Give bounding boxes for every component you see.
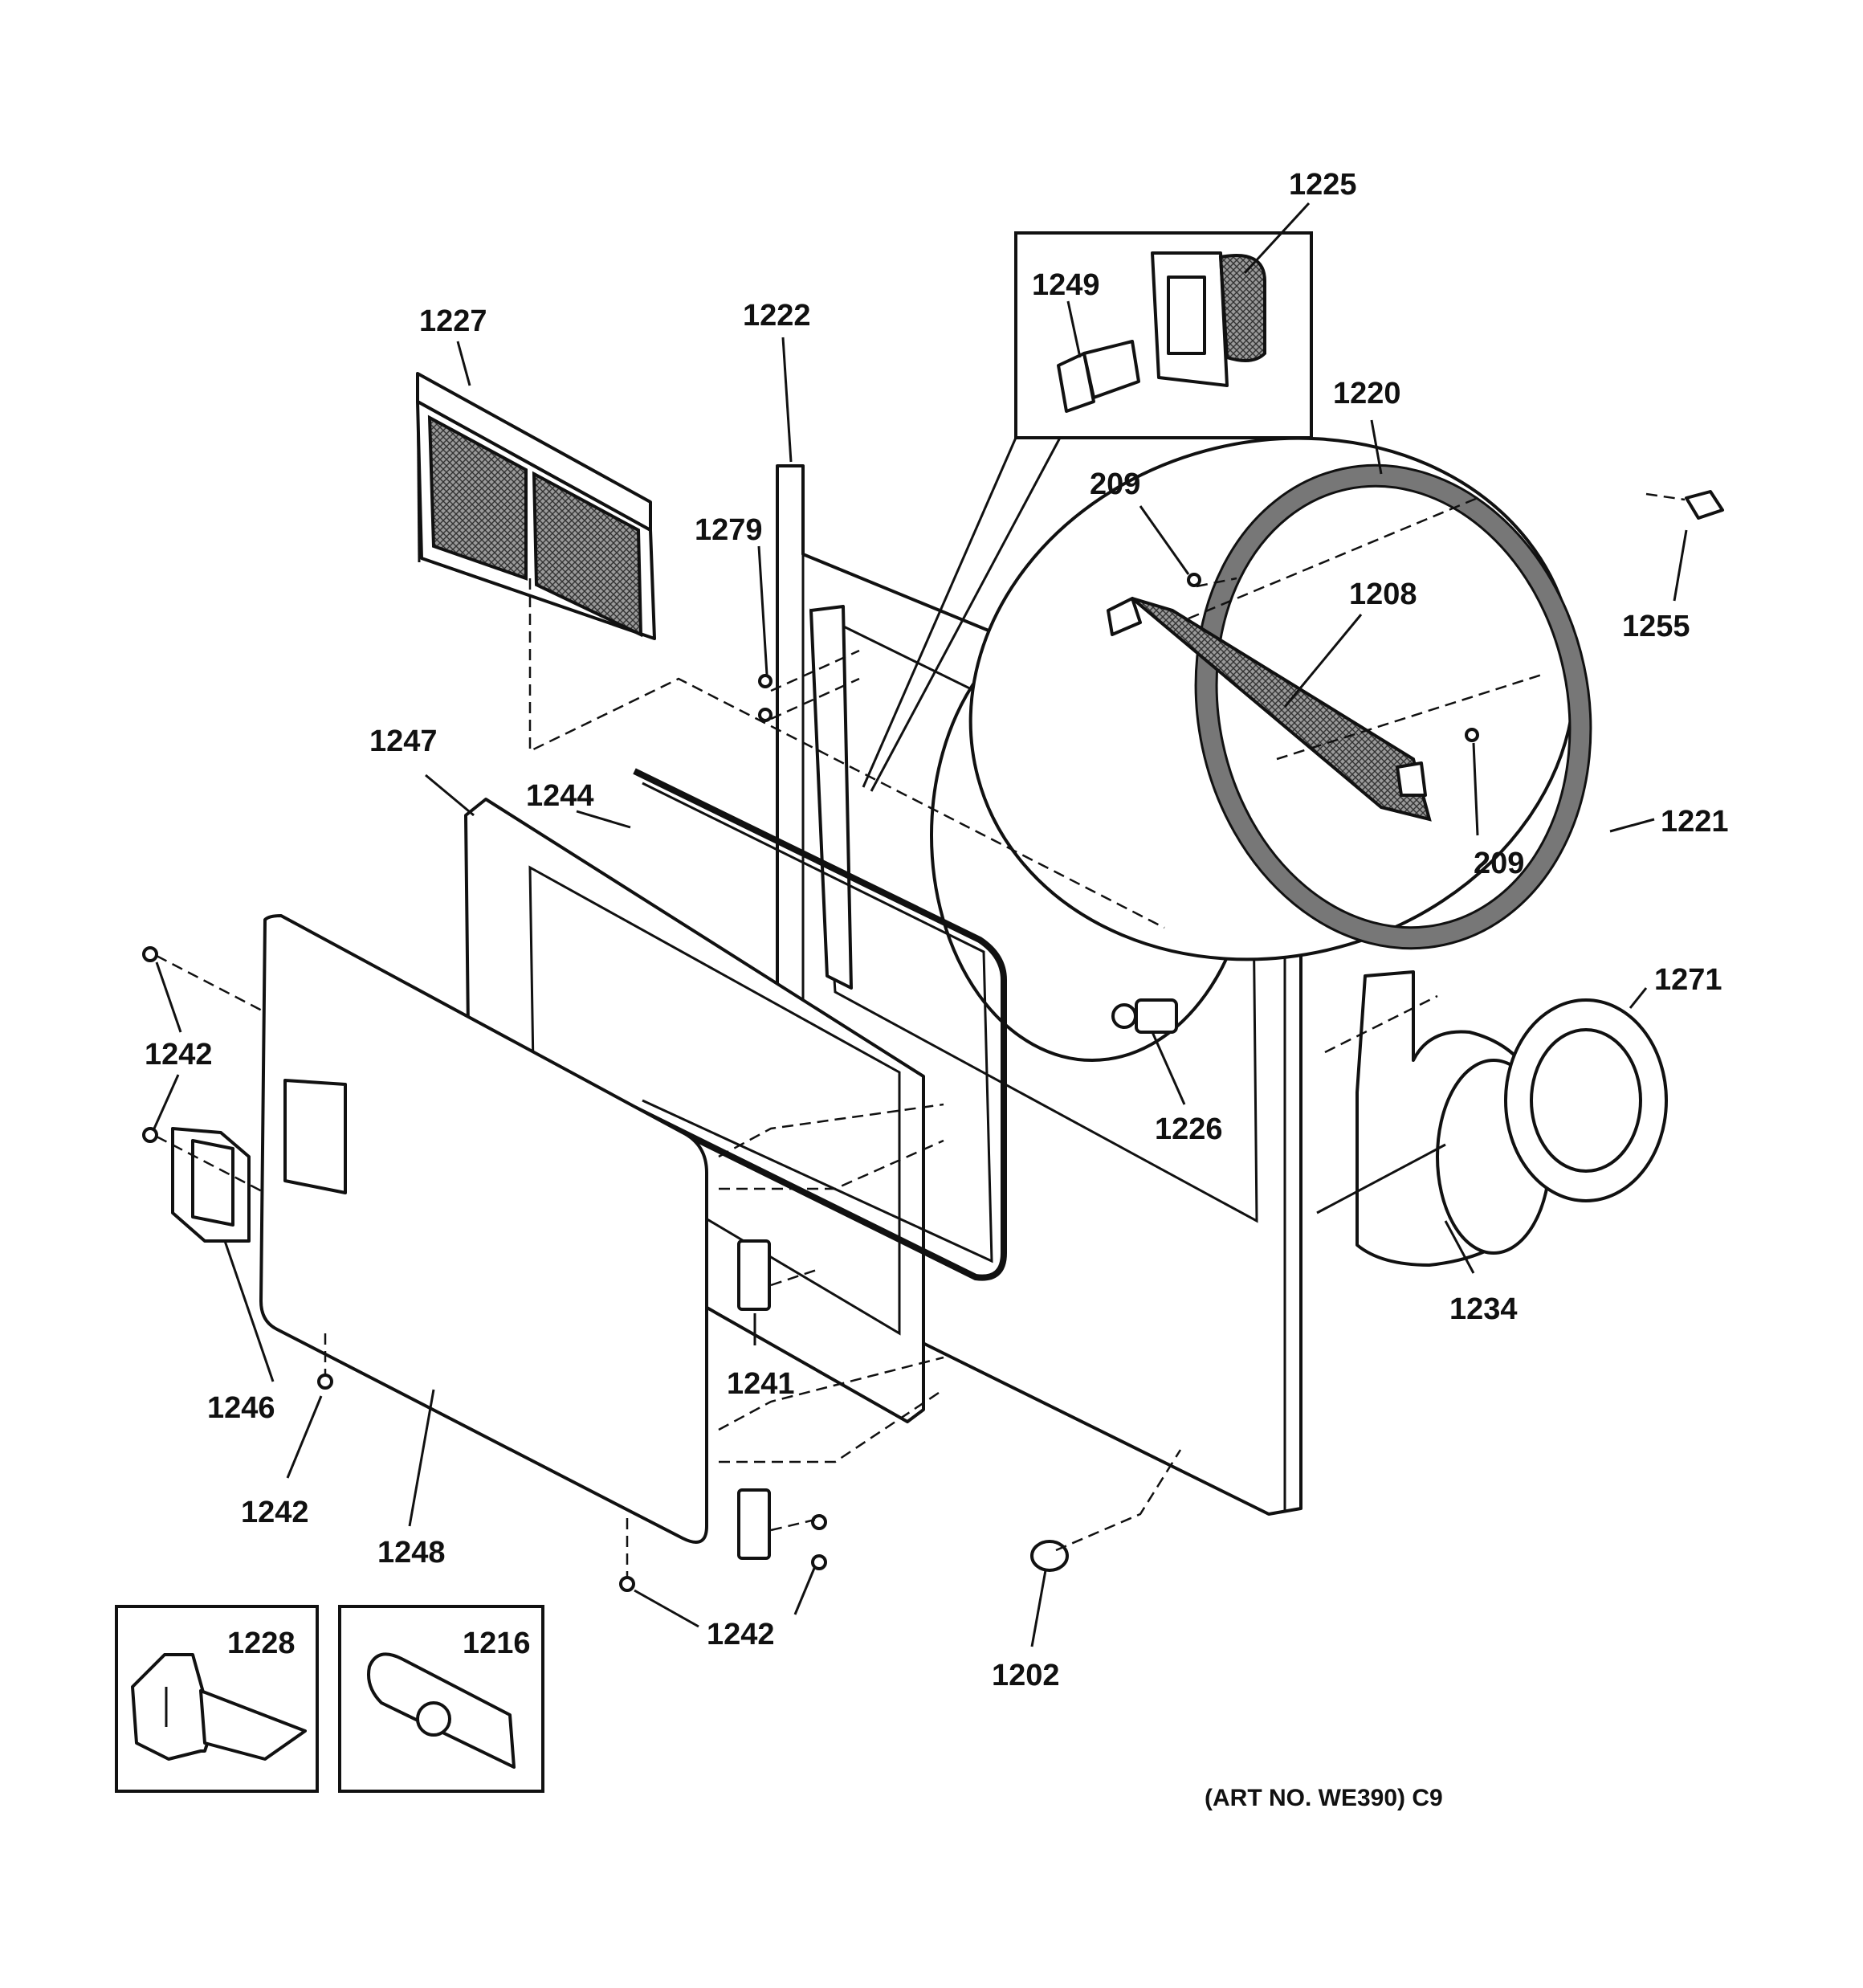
door-handle-1246 [171,1127,251,1243]
callout-1241: 1241 [727,1367,795,1401]
door-switch-1226 [1111,998,1178,1034]
screw-1242 [142,946,827,1592]
callout-1220: 1220 [1333,377,1401,410]
callout-1216: 1216 [463,1627,531,1660]
assembly-lines [156,496,1543,1578]
screw-209 [1187,573,1479,742]
callout-1242-bottom: 1242 [707,1618,775,1651]
callout-1234: 1234 [1449,1292,1518,1326]
callout-209-right: 209 [1474,847,1524,880]
callout-1248: 1248 [377,1536,446,1570]
callout-1242-left: 1242 [145,1038,213,1072]
callout-1202: 1202 [992,1659,1060,1692]
leveling-foot-1202 [1030,1540,1069,1572]
hinge-1241 [737,1239,771,1560]
callout-1227: 1227 [419,304,487,338]
inset-box-top [862,231,1313,792]
leader-lines [153,202,1688,1647]
callout-1226: 1226 [1155,1112,1223,1146]
callout-1279: 1279 [695,513,763,547]
lint-duct-1208 [1107,597,1432,822]
screw-1279 [758,674,773,722]
callout-1208: 1208 [1349,578,1417,611]
lint-filter-1227 [416,372,656,640]
callout-1225: 1225 [1289,168,1357,202]
callout-labels: 1225 1249 1227 1222 1220 209 1279 1208 1… [145,168,1729,1811]
terminal-1255 [1645,490,1724,520]
art-number: (ART NO. WE390) C9 [1205,1785,1443,1811]
callout-1222: 1222 [743,299,811,333]
callout-1247: 1247 [369,725,438,758]
callout-1221: 1221 [1661,805,1729,839]
inset-box-1216 [338,1605,544,1793]
callout-1228: 1228 [227,1627,296,1660]
callout-1244: 1244 [526,779,594,813]
door-gasket-1244 [633,768,1007,1281]
callout-1271: 1271 [1654,963,1722,997]
callout-1242-bottom-left: 1242 [241,1496,309,1529]
callout-209-top: 209 [1090,467,1140,501]
callout-1255: 1255 [1622,610,1690,643]
callout-1249: 1249 [1032,268,1100,302]
outlet-ring-1271 [1504,998,1668,1202]
inset-box-1228 [115,1605,319,1793]
callout-1246: 1246 [207,1391,275,1425]
door-outer-panel-1248 [259,914,708,1544]
